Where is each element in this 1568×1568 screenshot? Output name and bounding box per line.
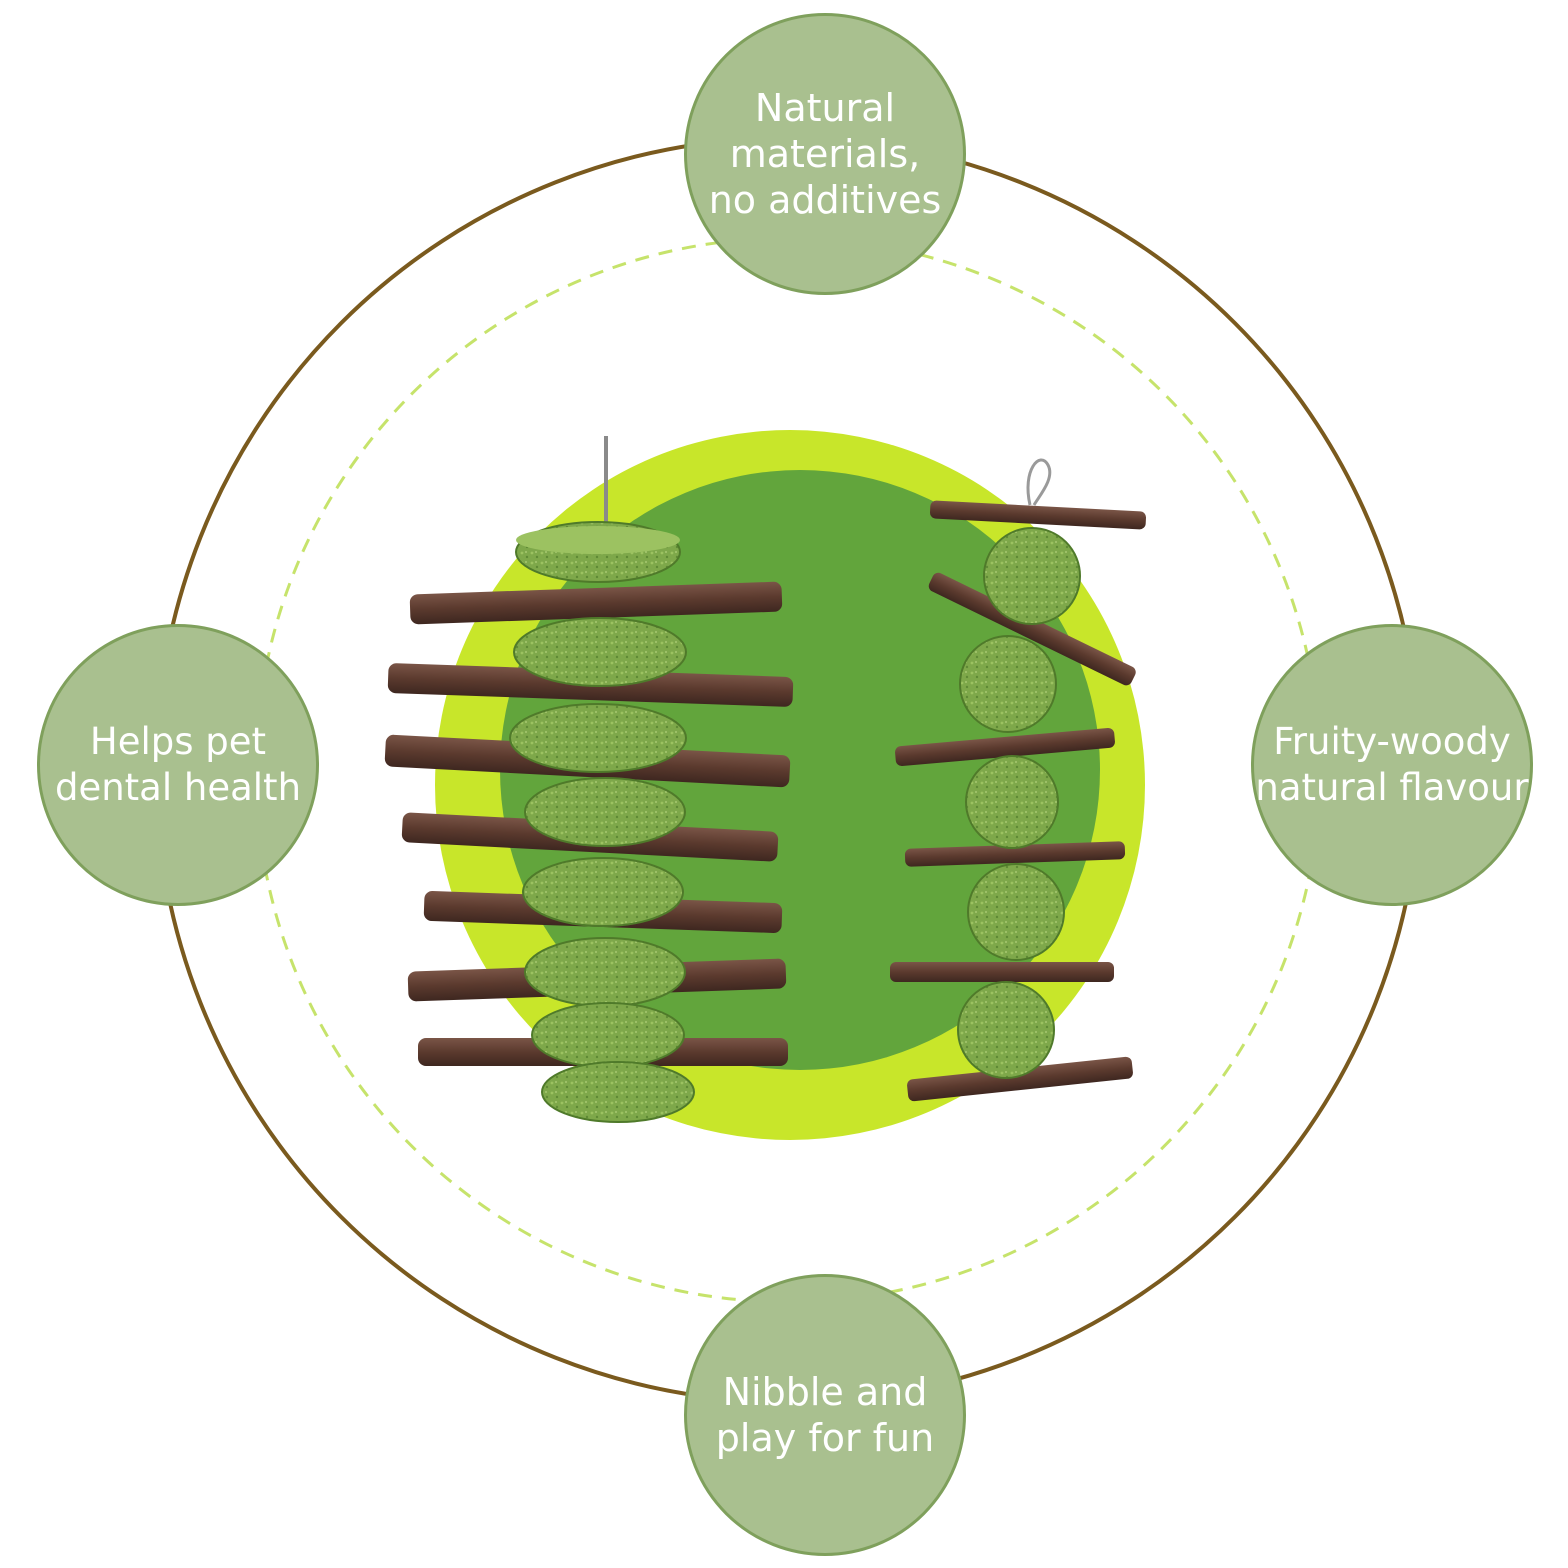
stick xyxy=(895,727,1115,767)
feature-text-line: materials, xyxy=(729,132,921,176)
stick xyxy=(929,500,1147,530)
grass-ball-stack xyxy=(890,458,1147,1102)
feature-text-line: play for fun xyxy=(715,1416,935,1460)
feature-bubble-flavour: Fruity-woody natural flavour xyxy=(1251,624,1533,906)
grass-ball-icon xyxy=(957,527,1081,1079)
feature-text-line: Nibble and xyxy=(722,1370,928,1414)
feature-text-line: natural flavour xyxy=(1255,766,1529,809)
stick xyxy=(409,581,783,625)
feature-text-line: no additives xyxy=(708,178,942,222)
feature-bubble-nibble-play: Nibble and play for fun xyxy=(684,1274,966,1556)
hay-wheel-stack xyxy=(384,436,794,1123)
stick xyxy=(907,1056,1133,1102)
feature-bubble-dental-health: Helps pet dental health xyxy=(37,624,319,906)
feature-text-line: Natural xyxy=(754,86,896,130)
stick xyxy=(904,841,1126,867)
stick xyxy=(928,572,1136,686)
feature-bubble-natural-materials: Natural materials, no additives xyxy=(684,13,966,295)
stick xyxy=(890,962,1114,982)
feature-text-line: dental health xyxy=(54,766,302,809)
hay-wheel-icon xyxy=(509,521,695,1123)
feature-text-line: Helps pet xyxy=(89,720,267,763)
feature-text-line: Fruity-woody xyxy=(1273,720,1511,763)
